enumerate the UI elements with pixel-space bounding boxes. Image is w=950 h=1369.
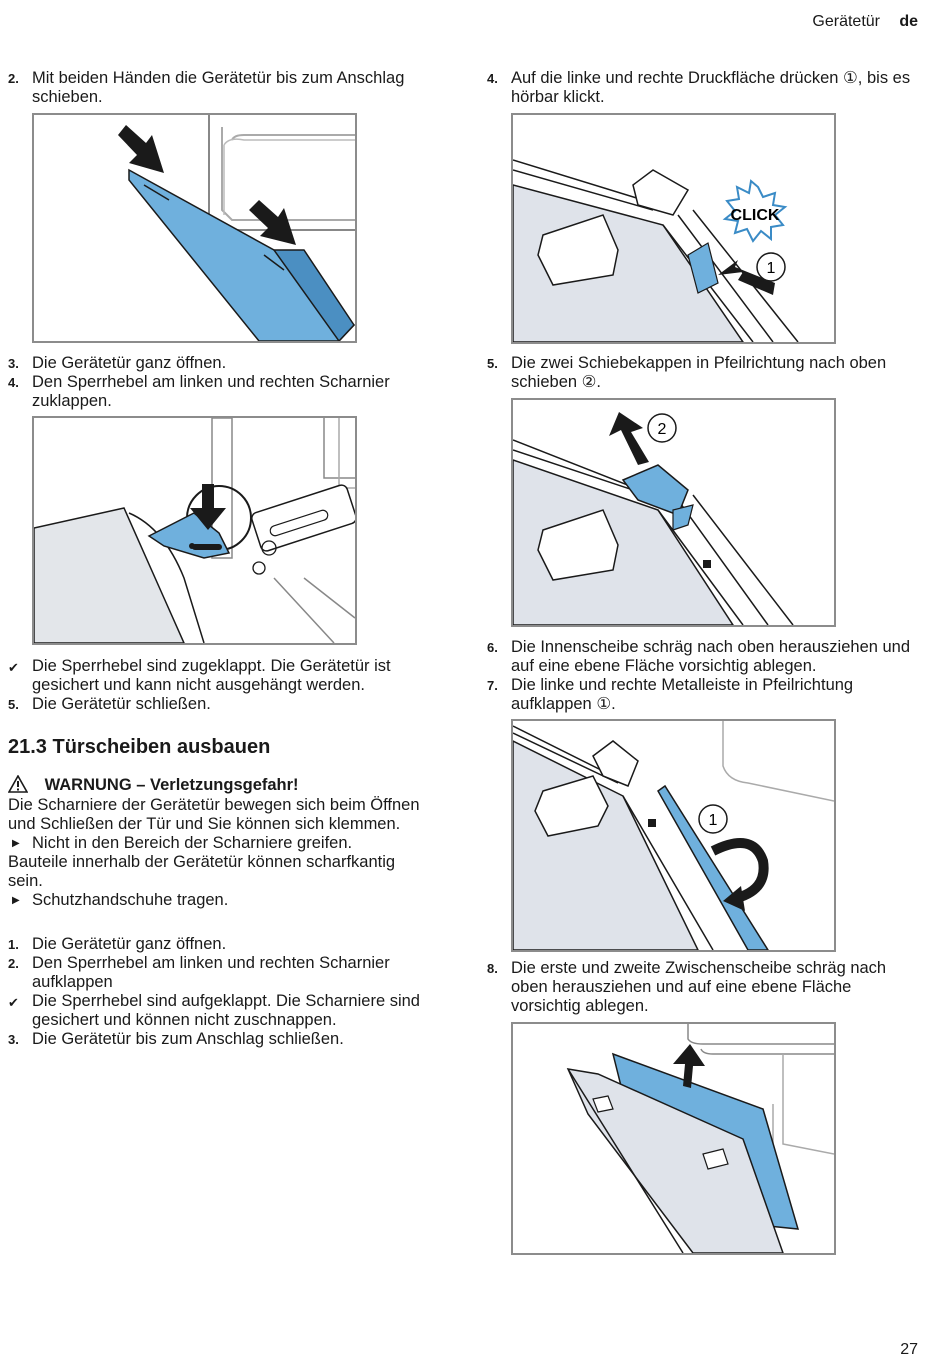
warning-text: Bauteile innerhalb der Gerätetür können … [8,853,396,890]
right-step-4: 4. Auf die linke und rechte Druckfläche d… [487,69,917,107]
check-icon: ✔ [8,660,19,675]
warning-bullet: Nicht in den Bereich der Scharniere grei… [32,834,353,852]
left-steps-3-4: 3. Die Gerätetür ganz öffnen. 4. Den Sperr… [8,354,438,411]
step-text: Auf die linke und rechte Druckfläche drü… [511,69,911,106]
right-steps-6-7: 6. Die Innenscheibe schräg nach oben hera… [487,638,917,714]
warning-triangle-icon [7,774,29,793]
right-step-5: 5. Die zwei Schiebekappen in Pfeilrichtun… [487,354,917,392]
section-heading: 21.3 Türscheiben ausbauen [8,736,271,758]
warning-body: Die Scharniere der Gerätetür bewegen sic… [8,796,433,910]
step-number: 2. [8,956,19,971]
step-number: 5. [8,697,19,712]
warning-title-row: WARNUNG – Verletzungsgefahr! [7,774,299,795]
bullet-icon: ▶ [12,838,20,849]
step-text: Die erste und zweite Zwischenscheibe sch… [511,959,887,1015]
figure-hinge-lever [32,416,357,645]
result-text: Die Sperrhebel sind zugeklappt. Die Gerä… [32,657,391,694]
header-section: Gerätetür [812,13,880,30]
figure-door-push [32,113,357,343]
step-number: 2. [8,71,19,86]
figure-slide-caps: 2 [511,398,836,627]
callout-1: 1 [767,260,776,277]
result-text: Die Sperrhebel sind aufgeklappt. Die Sch… [32,992,420,1029]
warning-text: Die Scharniere der Gerätetür bewegen sic… [8,796,420,833]
step-number: 5. [487,356,498,371]
step-text: Die Gerätetür ganz öffnen. [32,935,227,953]
step-number: 3. [8,356,19,371]
figure-middle-panes [511,1022,836,1255]
warning-bullet: Schutzhandschuhe tragen. [32,891,229,909]
step-text: Die linke und rechte Metalleiste in Pfei… [511,676,854,713]
step-text: Die Gerätetür schließen. [32,695,211,713]
page-number: 27 [900,1341,918,1358]
left-step-2: 2. Mit beiden Händen die Gerätetür bis zu… [8,69,438,107]
step-number: 7. [487,678,498,693]
check-icon: ✔ [8,995,19,1010]
step-number: 4. [487,71,498,86]
step-text: Den Sperrhebel am linken und rechten Sch… [32,954,390,991]
step-text: Die Gerätetür ganz öffnen. [32,354,227,372]
step-number: 8. [487,961,498,976]
header-lang: de [899,13,918,30]
callout-1: 1 [709,812,718,829]
step-number: 4. [8,375,19,390]
step-text: Die zwei Schiebekappen in Pfeilrichtung … [511,354,887,391]
left-result-step5: ✔ Die Sperrhebel sind zugeklappt. Die Ger… [8,657,438,714]
figure-metal-strip: 1 [511,719,836,952]
left-steps-1-3: 1. Die Gerätetür ganz öffnen. 2. Den Sperr… [8,935,433,1049]
step-text: Die Innenscheibe schräg nach oben heraus… [511,638,911,675]
warning-title: WARNUNG – Verletzungsgefahr! [44,776,299,794]
step-text: Den Sperrhebel am linken und rechten Sch… [32,373,390,410]
right-step-8: 8. Die erste und zweite Zwischenscheibe s… [487,959,917,1016]
figure-click-press: CLICK 1 [511,113,836,344]
step-number: 3. [8,1032,19,1047]
bullet-icon: ▶ [12,895,20,906]
step-number: 6. [487,640,498,655]
step-number: 1. [8,937,19,952]
click-label: CLICK [731,207,780,224]
step-text: Die Gerätetür bis zum Anschlag schließen… [32,1030,344,1048]
callout-2: 2 [658,421,667,438]
step-text: Mit beiden Händen die Gerätetür bis zum … [32,69,405,106]
